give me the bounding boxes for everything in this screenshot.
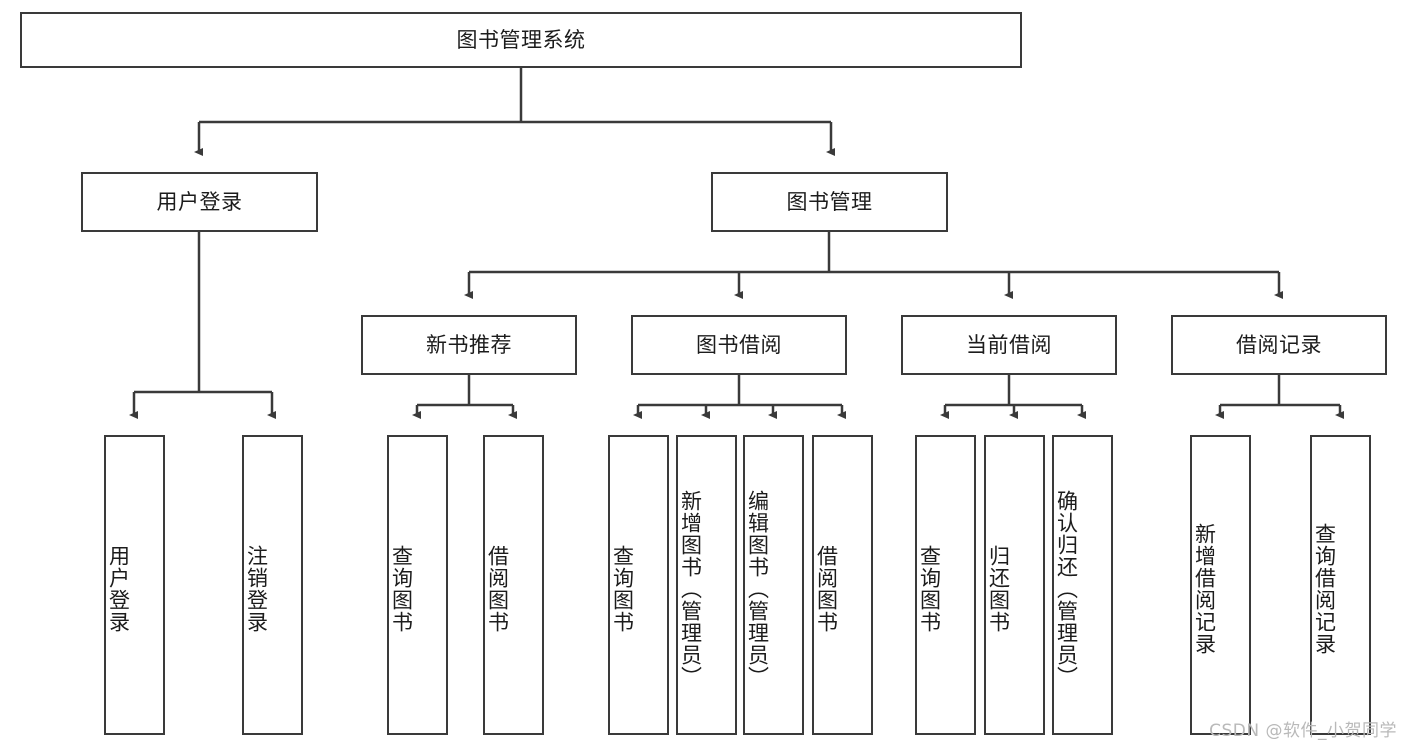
node-leaf-query-record-label: 查询借阅记录: [1312, 523, 1337, 655]
node-leaf-borrow-book-2-label: 借阅图书: [814, 545, 839, 633]
node-book-borrow[interactable]: 图书借阅: [631, 315, 847, 375]
node-leaf-query-book-3-label: 查询图书: [917, 545, 942, 633]
node-borrow-record[interactable]: 借阅记录: [1171, 315, 1387, 375]
node-leaf-query-book-1-label: 查询图书: [389, 545, 414, 633]
node-leaf-edit-book[interactable]: 编辑图书（管理员）: [743, 435, 804, 735]
node-user-login-label: 用户登录: [156, 189, 243, 214]
node-current-borrow-label: 当前借阅: [966, 332, 1052, 357]
node-leaf-borrow-book-2[interactable]: 借阅图书: [812, 435, 873, 735]
node-user-login[interactable]: 用户登录: [81, 172, 318, 232]
node-current-borrow[interactable]: 当前借阅: [901, 315, 1117, 375]
node-root-label: 图书管理系统: [456, 27, 586, 52]
node-root[interactable]: 图书管理系统: [20, 12, 1022, 68]
node-leaf-borrow-book-1-label: 借阅图书: [485, 545, 510, 633]
watermark-text: CSDN @软件_小贺同学: [1209, 721, 1397, 741]
node-leaf-user-login-label: 用户登录: [106, 545, 131, 633]
node-leaf-query-book-2[interactable]: 查询图书: [608, 435, 669, 735]
node-leaf-query-book-3[interactable]: 查询图书: [915, 435, 976, 735]
node-leaf-return-book-label: 归还图书: [986, 545, 1011, 633]
node-leaf-add-record[interactable]: 新增借阅记录: [1190, 435, 1251, 735]
node-leaf-add-book-label: 新增图书（管理员）: [678, 490, 703, 688]
node-book-borrow-label: 图书借阅: [696, 332, 782, 357]
node-leaf-borrow-book-1[interactable]: 借阅图书: [483, 435, 544, 735]
node-leaf-confirm-return-label: 确认归还（管理员）: [1054, 490, 1079, 688]
node-leaf-user-logout[interactable]: 注销登录: [242, 435, 303, 735]
node-book-manage[interactable]: 图书管理: [711, 172, 948, 232]
node-leaf-add-record-label: 新增借阅记录: [1192, 523, 1217, 655]
node-leaf-edit-book-label: 编辑图书（管理员）: [745, 490, 770, 688]
node-leaf-user-logout-label: 注销登录: [244, 545, 269, 633]
node-leaf-add-book[interactable]: 新增图书（管理员）: [676, 435, 737, 735]
node-borrow-record-label: 借阅记录: [1236, 332, 1322, 357]
node-leaf-query-record[interactable]: 查询借阅记录: [1310, 435, 1371, 735]
node-leaf-return-book[interactable]: 归还图书: [984, 435, 1045, 735]
node-leaf-user-login[interactable]: 用户登录: [104, 435, 165, 735]
node-new-book-recommend-label: 新书推荐: [426, 332, 512, 357]
node-book-manage-label: 图书管理: [786, 189, 873, 214]
node-leaf-query-book-2-label: 查询图书: [610, 545, 635, 633]
node-leaf-query-book-1[interactable]: 查询图书: [387, 435, 448, 735]
node-leaf-confirm-return[interactable]: 确认归还（管理员）: [1052, 435, 1113, 735]
node-new-book-recommend[interactable]: 新书推荐: [361, 315, 577, 375]
